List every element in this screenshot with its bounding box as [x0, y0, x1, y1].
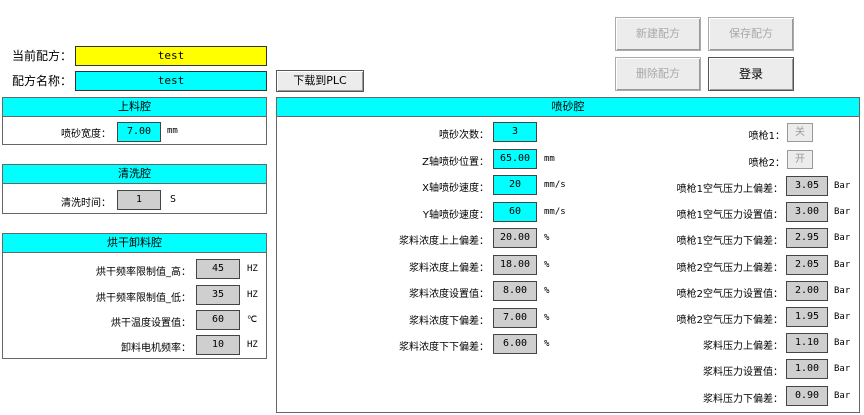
gun1-toggle[interactable]: 关 — [787, 123, 813, 142]
gun1-label: 喷枪1： — [748, 131, 785, 142]
new-recipe-button[interactable]: 新建配方 — [615, 17, 701, 51]
spray-left-unit: % — [544, 259, 550, 270]
login-button[interactable]: 登录 — [708, 57, 794, 91]
spray-right-unit: Bar — [834, 285, 851, 296]
spray-left-unit: mm/s — [544, 180, 566, 190]
spray-right-unit: Bar — [834, 181, 851, 191]
spray-left-label: 浆料浓度上上偏差： — [399, 236, 489, 247]
feed-panel: 上料腔 喷砂宽度： 7.00 mm — [2, 97, 267, 145]
current-recipe-label: 当前配方： — [12, 49, 73, 63]
spray-left-unit: mm/s — [544, 206, 566, 217]
spray-right-label: 喷枪1空气压力下偏差： — [676, 236, 783, 248]
spray-right-label: 喷枪2空气压力设置值： — [676, 288, 783, 300]
spray-left-value[interactable]: 60 — [493, 201, 537, 222]
spray-left-unit: % — [544, 233, 550, 243]
clean-time-unit: S — [170, 194, 177, 205]
clean-time-value: 1 — [117, 190, 161, 210]
spray-left-label: 浆料浓度下偏差： — [409, 315, 489, 327]
spray-right-unit: Bar — [834, 207, 851, 218]
dry-row-value: 45 — [196, 259, 240, 279]
clean-panel: 清洗腔 清洗时间： 1 S — [2, 164, 267, 214]
spray-right-unit: Bar — [834, 364, 851, 375]
spray-right-unit: Bar — [834, 390, 851, 401]
spray-left-value[interactable]: 20 — [493, 175, 537, 195]
spray-left-label: Y轴喷砂速度： — [422, 209, 489, 221]
spray-left-value: 18.00 — [493, 254, 537, 275]
spray-right-value: 2.00 — [786, 280, 828, 301]
spray-left-label: Z轴喷砂位置： — [422, 156, 489, 168]
save-recipe-button[interactable]: 保存配方 — [708, 17, 794, 51]
dry-row-label: 烘干频率限制值_高： — [96, 267, 191, 278]
spray-left-unit: % — [544, 339, 550, 349]
clean-time-label: 清洗时间： — [61, 198, 111, 209]
recipe-name-label: 配方名称： — [12, 74, 73, 88]
dry-row-value: 60 — [196, 310, 240, 330]
delete-recipe-button[interactable]: 删除配方 — [615, 57, 701, 91]
spray-right-value: 0.90 — [786, 385, 828, 406]
spray-width-label: 喷砂宽度： — [61, 129, 111, 140]
spray-left-label: 喷砂次数： — [439, 130, 489, 141]
dry-row-value: 35 — [196, 285, 240, 305]
dry-panel-title: 烘干卸料腔 — [3, 234, 266, 253]
spray-right-label: 喷枪2空气压力上偏差： — [676, 262, 783, 274]
gun2-toggle[interactable]: 开 — [787, 150, 813, 169]
spray-right-label: 浆料压力上偏差： — [703, 341, 783, 353]
spray-right-unit: Bar — [834, 259, 851, 270]
dry-row-label: 烘干频率限制值_低： — [96, 293, 191, 304]
spray-left-value[interactable]: 65.00 — [493, 148, 537, 169]
dry-row-value: 10 — [196, 335, 240, 355]
spray-left-label: 浆料浓度设置值： — [409, 289, 489, 300]
spray-left-unit: mm — [544, 153, 555, 164]
spray-right-value: 3.00 — [786, 202, 828, 223]
dry-row-unit: ℃ — [247, 315, 258, 325]
gun2-label: 喷枪2： — [748, 158, 785, 169]
dry-row-unit: HZ — [247, 290, 258, 300]
spray-right-value: 1.10 — [786, 333, 828, 354]
spray-right-value: 2.05 — [786, 254, 828, 275]
dry-row-unit: HZ — [247, 264, 258, 274]
spray-right-unit: Bar — [834, 338, 851, 349]
download-to-plc-button[interactable]: 下载到PLC — [276, 70, 364, 92]
spray-left-value: 7.00 — [493, 307, 537, 328]
spray-panel-title: 喷砂腔 — [277, 98, 859, 117]
spray-left-label: 浆料浓度上偏差： — [409, 262, 489, 274]
spray-left-unit: % — [544, 286, 550, 296]
dry-row-unit: HZ — [247, 340, 258, 350]
feed-panel-title: 上料腔 — [3, 98, 266, 117]
spray-right-unit: Bar — [834, 233, 851, 244]
spray-left-value: 20.00 — [493, 228, 537, 248]
dry-row-label: 卸料电机频率： — [121, 343, 191, 354]
spray-right-value: 1.95 — [786, 307, 828, 327]
spray-right-value: 2.95 — [786, 228, 828, 249]
spray-right-label: 喷枪2空气压力下偏差： — [676, 315, 783, 326]
spray-left-label: 浆料浓度下下偏差： — [399, 342, 489, 353]
spray-left-unit: % — [544, 312, 550, 323]
dry-unload-panel: 烘干卸料腔 烘干频率限制值_高： 45 HZ 烘干频率限制值_低： 35 HZ … — [2, 233, 267, 359]
spray-right-label: 喷枪1空气压力设置值： — [676, 210, 783, 222]
spray-left-value: 8.00 — [493, 281, 537, 301]
spray-left-value[interactable]: 3 — [493, 122, 537, 142]
spray-right-value: 3.05 — [786, 176, 828, 196]
spray-right-unit: Bar — [834, 312, 851, 322]
dry-row-label: 烘干温度设置值： — [111, 318, 191, 329]
clean-panel-title: 清洗腔 — [3, 165, 266, 184]
spray-left-value: 6.00 — [493, 334, 537, 354]
spray-right-label: 喷枪1空气压力上偏差： — [676, 184, 783, 195]
spray-right-label: 浆料压力设置值： — [703, 367, 783, 379]
spray-left-label: X轴喷砂速度： — [422, 183, 489, 194]
recipe-name-field[interactable]: test — [75, 71, 267, 91]
spray-right-value: 1.00 — [786, 359, 828, 380]
spray-right-label: 浆料压力下偏差： — [703, 393, 783, 405]
current-recipe-field[interactable]: test — [75, 46, 267, 66]
spray-width-input[interactable]: 7.00 — [117, 122, 161, 142]
spray-width-unit: mm — [167, 126, 178, 136]
